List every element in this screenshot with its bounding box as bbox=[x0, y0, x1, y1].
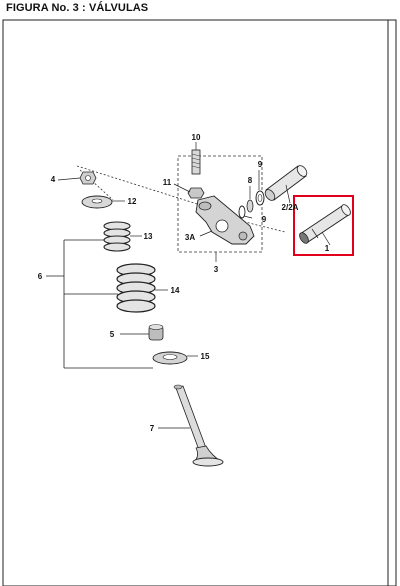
label-part-1: 1 bbox=[325, 244, 330, 253]
part-1-highlight-box bbox=[293, 195, 354, 256]
part-3-rocker-arm bbox=[195, 195, 255, 245]
part-15-spring-seat bbox=[152, 351, 188, 365]
part-4-nut bbox=[79, 171, 97, 185]
part-14-outer-spring bbox=[116, 263, 156, 313]
label-part-11: 11 bbox=[163, 178, 172, 187]
part-11-lock-nut bbox=[187, 187, 205, 199]
part-9-washer bbox=[255, 190, 265, 206]
label-part-3a: 3A bbox=[185, 233, 195, 242]
part-10-adjusting-screw bbox=[191, 149, 201, 175]
part-9b-washer bbox=[238, 205, 246, 219]
part-12-retainer bbox=[81, 195, 113, 209]
label-part-15: 15 bbox=[201, 352, 210, 361]
figure-title: FIGURA No. 3 : VÁLVULAS bbox=[6, 2, 149, 14]
label-part-8: 8 bbox=[248, 176, 253, 185]
label-part-12: 12 bbox=[128, 197, 137, 206]
part-13-inner-spring bbox=[103, 221, 131, 252]
part-8-washer bbox=[246, 199, 254, 213]
diagram-border bbox=[2, 19, 397, 586]
label-part-4: 4 bbox=[51, 175, 56, 184]
label-part-9: 9 bbox=[258, 160, 263, 169]
part-6-bracket bbox=[46, 239, 153, 369]
label-part-13: 13 bbox=[144, 232, 153, 241]
label-part-7: 7 bbox=[150, 424, 155, 433]
part-7-valve bbox=[173, 384, 224, 467]
part-5-stem-seal bbox=[148, 324, 164, 341]
label-part-6: 6 bbox=[38, 272, 43, 281]
label-part-10: 10 bbox=[192, 133, 201, 142]
label-part-5: 5 bbox=[110, 330, 115, 339]
part-2-rocker-shaft bbox=[264, 165, 308, 201]
label-part-9b: 9 bbox=[262, 215, 267, 224]
label-part-3: 3 bbox=[214, 265, 219, 274]
label-part-2-2a: 2/2A bbox=[282, 203, 299, 212]
part-1-shaft bbox=[299, 204, 351, 244]
label-part-14: 14 bbox=[171, 286, 180, 295]
